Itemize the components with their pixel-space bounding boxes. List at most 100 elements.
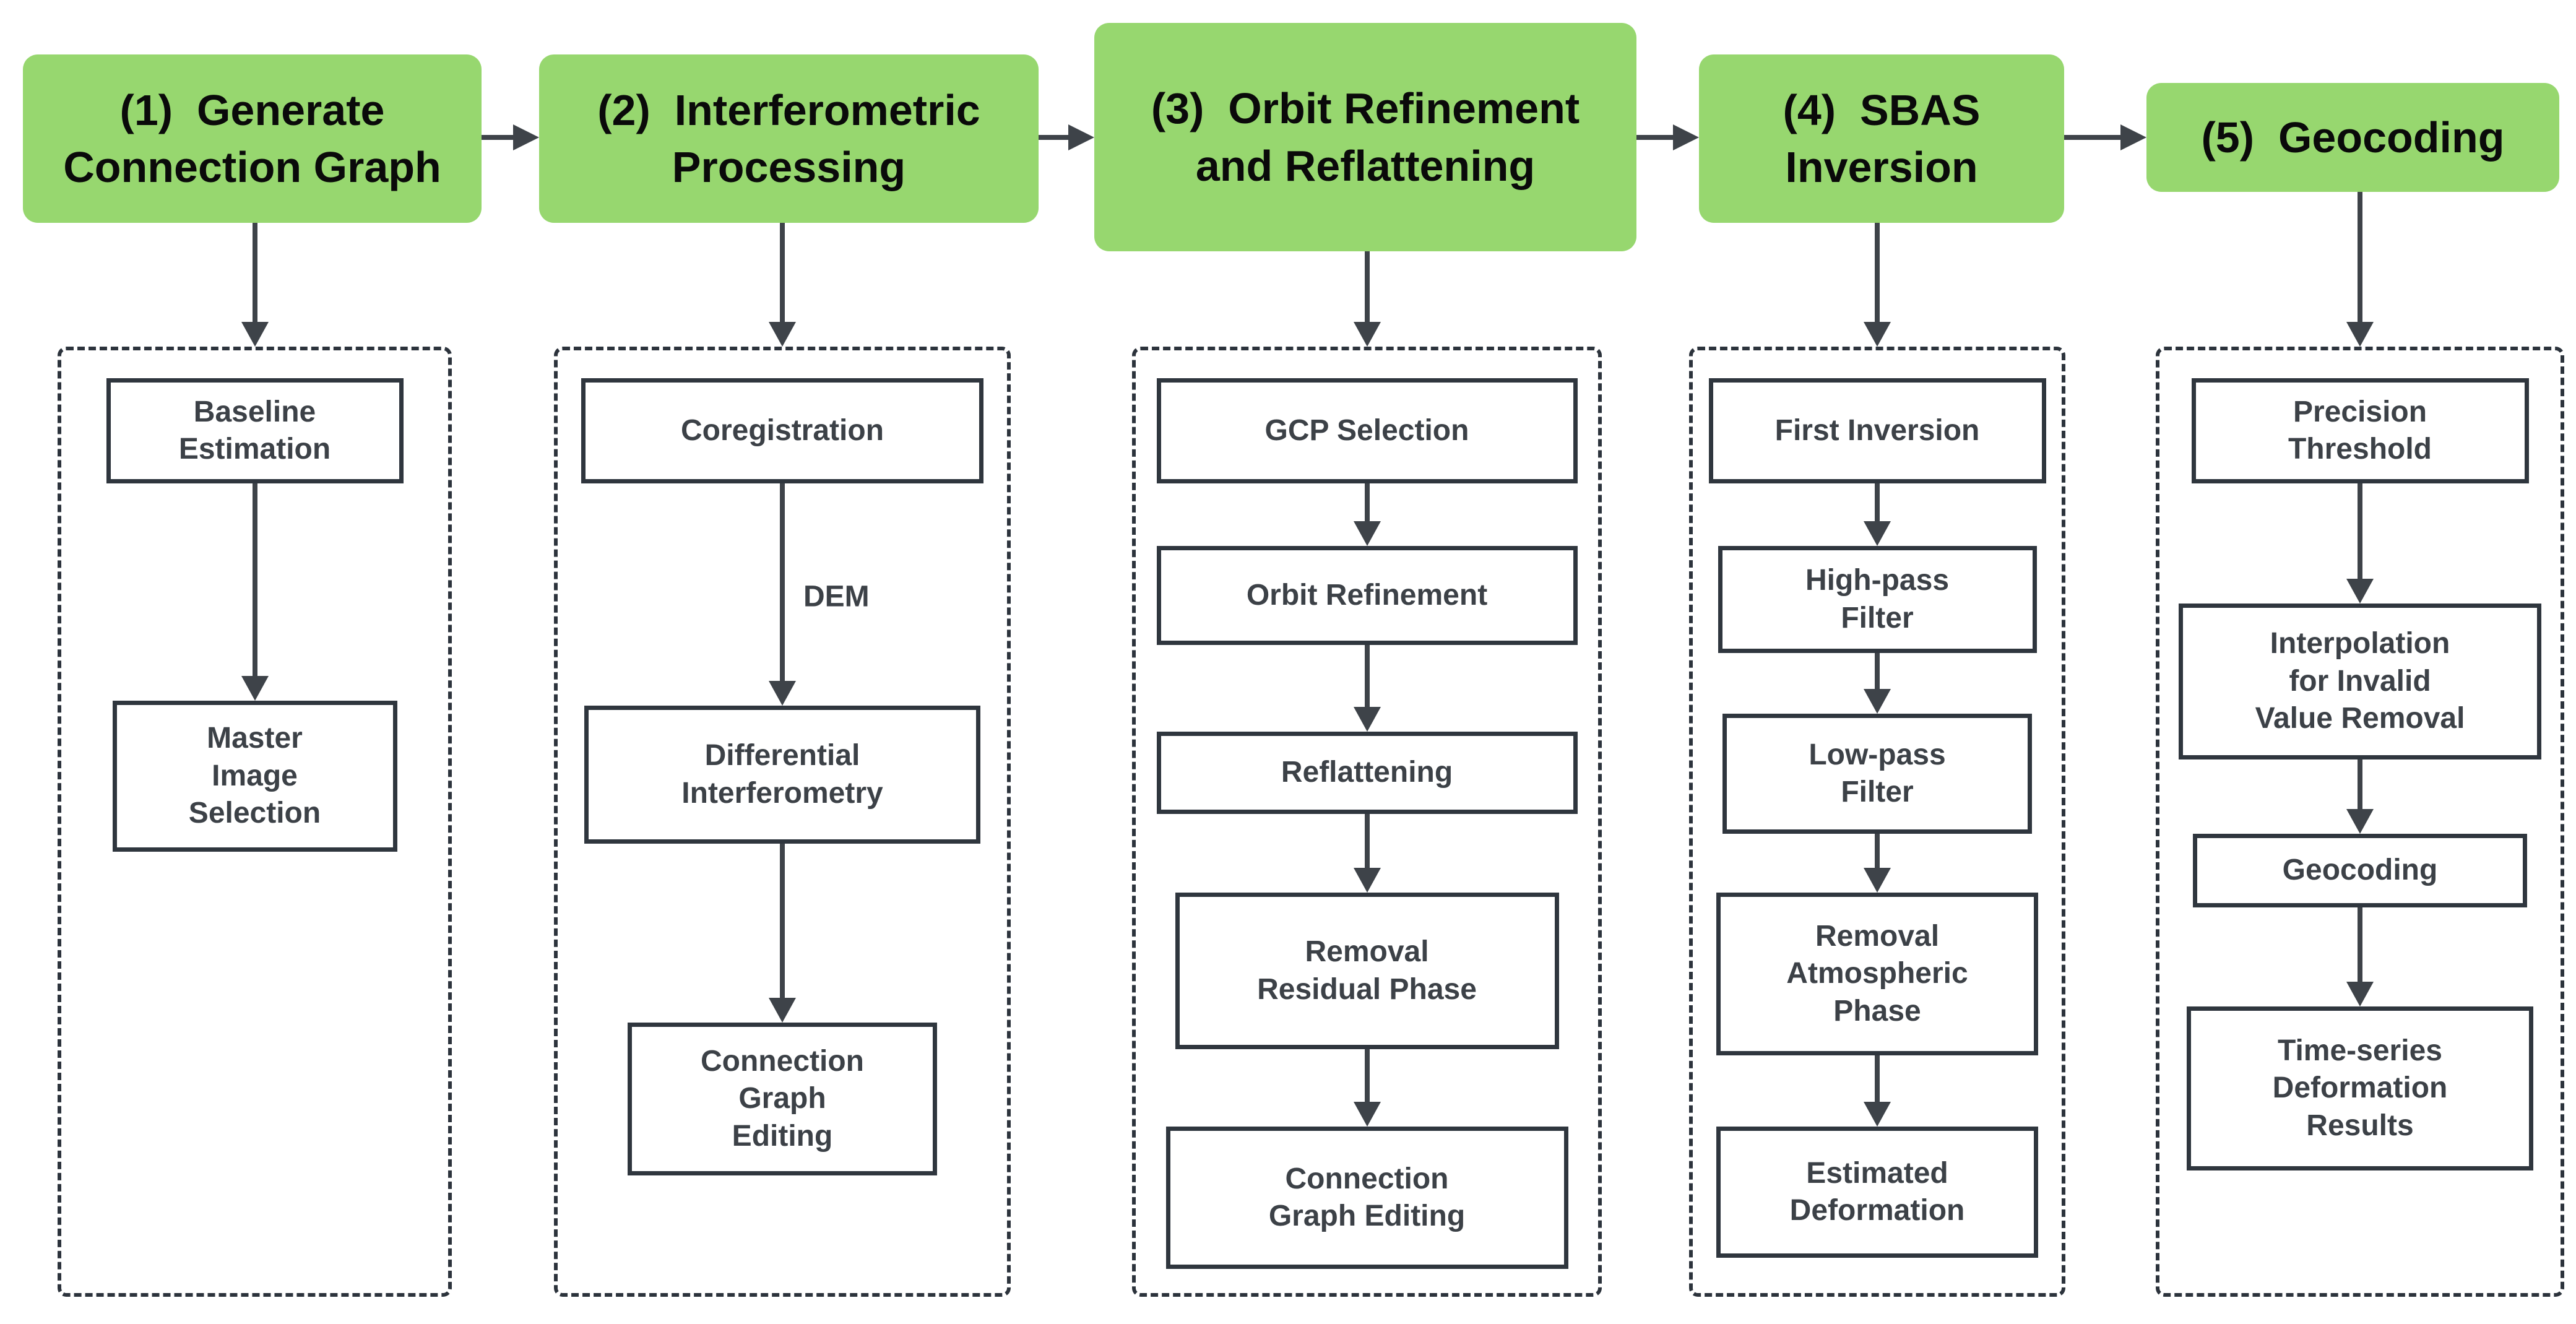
arrow-line [2358,483,2362,579]
arrow-head-icon [1353,521,1381,546]
arrow-line [1875,834,1880,868]
flow-arrow-down [1862,834,1892,893]
arrow-head-icon [2346,809,2374,834]
step-label-line: Orbit Refinement [1246,578,1488,612]
arrow-head-icon [513,124,539,150]
arrow-line [780,844,785,998]
arrow-head-icon [1353,322,1381,347]
flow-arrow-down [1862,223,1892,347]
flow-arrow-right [482,123,539,152]
arrow-head-icon [1353,868,1381,893]
step-label-line: Reflattening [1281,756,1453,789]
arrow-line [1875,653,1880,689]
step-label-line: High-pass [1805,564,1950,597]
arrow-head-icon [2346,982,2374,1006]
step-box: GCP Selection [1156,378,1578,483]
step-label-line: Differential [704,739,860,772]
flow-arrow-down [1352,483,1382,546]
step-label-line: Threshold [2288,433,2432,465]
arrow-line [780,223,785,322]
step-label-line: Filter [1841,601,1914,634]
arrow-head-icon [1353,1102,1381,1127]
step-label-line: First Inversion [1774,413,1980,447]
step-label-line: Geocoding [2282,854,2438,887]
arrow-line [2064,135,2120,140]
arrow-head-icon [2346,579,2374,604]
step-label-line: Coregistration [680,413,884,447]
step-label-line: Deformation [1789,1194,1965,1227]
arrow-line [1039,135,1068,140]
step-label-line: Connection [1285,1162,1449,1195]
flow-arrow-right [1636,123,1699,152]
arrow-line [1875,1055,1880,1102]
flow-arrow-down [2345,759,2375,834]
step-label-line: Editing [732,1119,833,1153]
step-label-line: Baseline [193,395,316,428]
flow-arrow-down [1862,483,1892,546]
step-label-line: Graph [738,1082,826,1115]
step-label-line: Interferometry [681,776,883,810]
arrow-line [1364,251,1370,322]
flow-arrow-down: DEM [767,483,870,706]
stage-header-text: (5) Geocoding [2201,113,2505,162]
arrow-head-icon [1864,868,1891,893]
arrow-line [2358,907,2362,982]
arrow-line [252,483,257,676]
flow-arrow-down [1862,1055,1892,1127]
step-label-line: Atmospheric [1786,957,1968,990]
step-label-line: Low-pass [1809,738,1946,771]
arrow-line [482,135,513,140]
flow-arrow-down [2345,907,2375,1006]
stage-header-text: (3) Orbit Refinement [1151,84,1580,133]
stage-header-text: Connection Graph [63,143,441,191]
arrow-head-icon [1864,322,1891,347]
stage-header-text: (2) Interferometric [597,85,980,134]
step-label-line: Removal [1305,935,1429,969]
arrow-head-icon [241,322,269,347]
step-label-line: Results [2306,1109,2414,1142]
arrow-line [1364,645,1370,707]
step-box: Geocoding [2193,834,2527,907]
arrow-line [2358,759,2362,809]
step-box: First Inversion [1708,378,2046,483]
step-label-line: for Invalid [2289,664,2431,698]
flow-arrow-down [2345,192,2375,347]
step-label-line: Phase [1833,994,1921,1028]
step-label-line: Removal [1815,919,1940,953]
arrow-head-icon [1864,1102,1891,1127]
arrow-head-icon [1068,124,1094,150]
arrow-head-icon [1673,124,1699,150]
step-label-line: Selection [188,797,321,830]
arrow-line [1364,483,1370,521]
arrow-head-icon [1353,707,1381,732]
flow-arrow-down [1352,645,1382,732]
flow-arrow-down [2345,483,2375,604]
flow-arrow-right [1039,123,1094,152]
stage-header-text: Processing [672,143,906,191]
arrow-head-icon [1864,689,1891,714]
arrow-head-icon [2120,124,2146,150]
step-label-line: Connection [701,1044,864,1078]
step-label-line: Deformation [2272,1071,2448,1105]
step-box: Orbit Refinement [1156,546,1578,645]
